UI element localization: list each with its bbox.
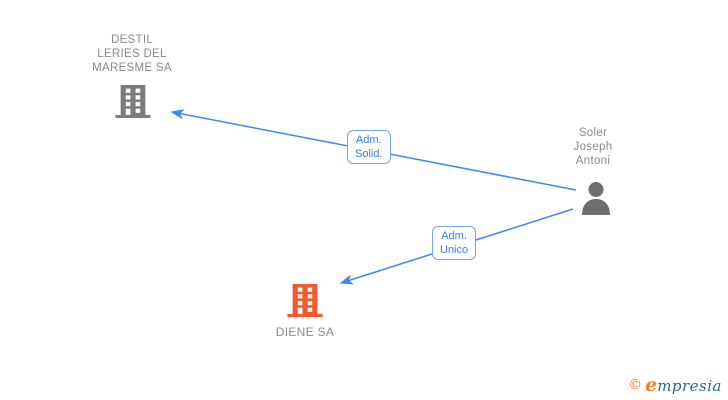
logo-brand-initial: e bbox=[645, 374, 658, 396]
node-label-company-destil[interactable]: DESTIL LERIES DEL MARESME SA bbox=[52, 33, 212, 75]
edge-label-line: Adm. bbox=[441, 230, 467, 242]
empresia-logo[interactable]: ©empresia bbox=[628, 374, 722, 396]
building-icon[interactable] bbox=[115, 85, 151, 118]
node-label-company-diene[interactable]: DIENE SA bbox=[245, 325, 365, 339]
edge-label-line: Adm. bbox=[355, 134, 382, 146]
node-label-line: LERIES DEL bbox=[97, 48, 167, 60]
node-label-line: DESTIL bbox=[110, 34, 154, 46]
edge-label-line: Unico bbox=[440, 244, 469, 256]
person-icon[interactable] bbox=[579, 181, 613, 215]
node-label-line: MARESME SA bbox=[92, 62, 172, 74]
node-label-line: Antoni bbox=[575, 155, 611, 167]
edge-label-line: Solid. bbox=[355, 148, 383, 160]
building-icon[interactable] bbox=[287, 284, 323, 317]
edge-label-adm-solid[interactable]: Adm. Solid. bbox=[347, 130, 391, 164]
node-label-person-soler[interactable]: Soler Joseph Antoni bbox=[533, 126, 653, 168]
node-label-line: Soler bbox=[578, 127, 608, 139]
edge-label-adm-unico[interactable]: Adm. Unico bbox=[432, 226, 477, 260]
node-label-line: Joseph bbox=[573, 141, 613, 153]
logo-brand-rest: mpresia bbox=[657, 377, 722, 395]
node-label-line: DIENE SA bbox=[275, 325, 335, 339]
copyright-icon: © bbox=[628, 377, 643, 393]
